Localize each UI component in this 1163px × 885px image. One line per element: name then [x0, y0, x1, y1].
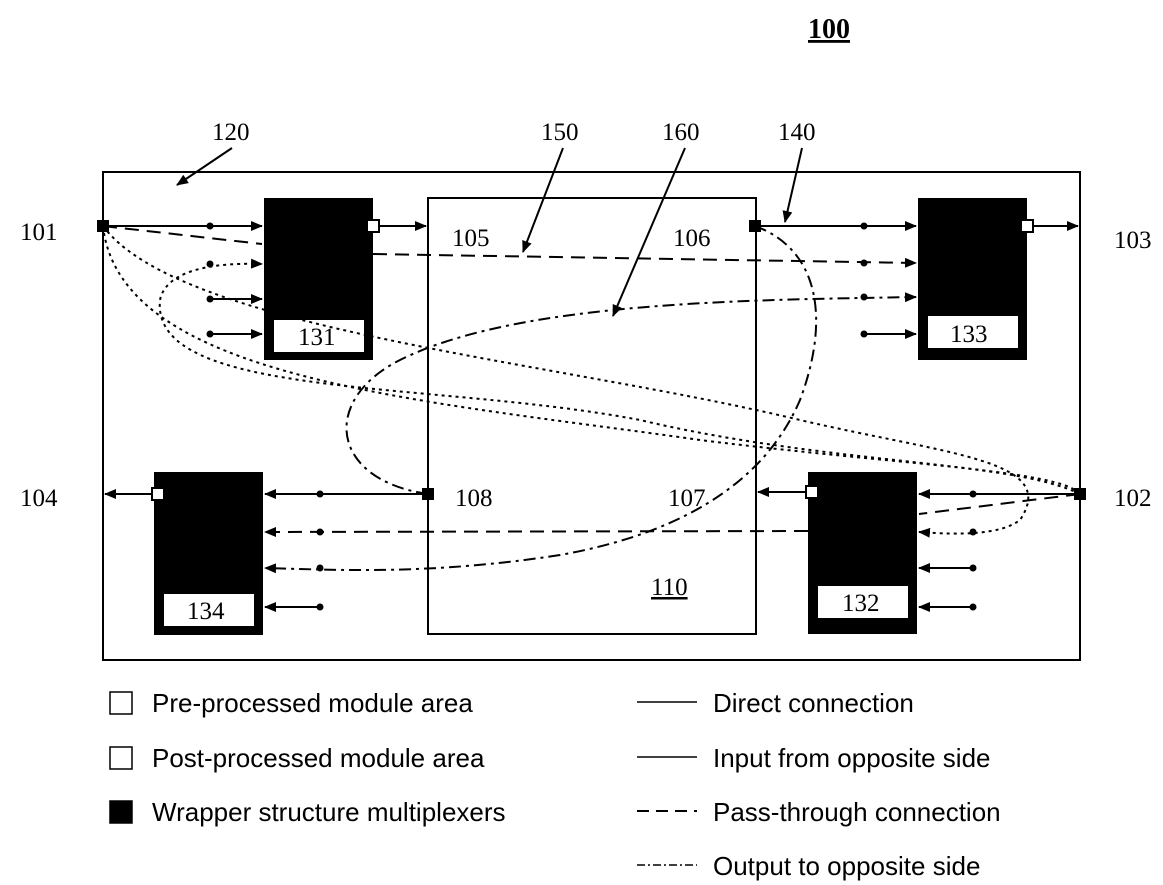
legend-swatch-pre [109, 691, 133, 715]
wrapper-134: 134 [154, 472, 263, 635]
legend-line-1: Input from opposite side [713, 743, 991, 773]
pointer-150 [522, 147, 564, 253]
port-squares [97, 219, 1086, 501]
port-label-101: 101 [20, 219, 58, 246]
pointer-160 [612, 147, 686, 317]
wrapper-133: 133 [918, 198, 1027, 360]
port-label-103: 103 [1114, 227, 1152, 254]
legend-area-0: Pre-processed module area [152, 688, 473, 718]
legend-line-3: Output to opposite side [713, 851, 980, 881]
direct-connections [103, 221, 1080, 612]
label-160: 160 [662, 119, 700, 146]
legend-line-2: Pass-through connection [713, 797, 1001, 827]
label-140: 140 [778, 119, 816, 146]
pointer-120 [176, 147, 233, 186]
opposite-output-curves [264, 225, 917, 574]
port-label-108: 108 [455, 485, 493, 512]
wrapper-label-133: 133 [950, 321, 988, 348]
wrapper-131: 131 [264, 198, 373, 360]
wrapper-label-131: 131 [298, 324, 336, 351]
opposite-input-curves [102, 225, 1081, 538]
wrapper-label-132: 132 [842, 590, 880, 617]
pass-through-connections [102, 225, 1081, 537]
port-label-106: 106 [673, 225, 711, 252]
label-150: 150 [541, 119, 579, 146]
legend-area-2: Wrapper structure multiplexers [152, 797, 506, 827]
label-110: 110 [651, 574, 688, 601]
port-label-104: 104 [20, 485, 58, 512]
port-label-105: 105 [452, 225, 490, 252]
legend-areas: Pre-processed module area Post-processed… [109, 688, 506, 827]
legend-lines: Direct connection Input from opposite si… [637, 688, 1001, 881]
legend-swatch-post [109, 746, 133, 770]
legend-area-1: Post-processed module area [152, 743, 485, 773]
pointer-140 [782, 147, 803, 223]
legend-swatch-wrapper [109, 800, 133, 824]
figure-number: 100 [808, 14, 850, 45]
label-120: 120 [212, 119, 250, 146]
wrapper-132: 132 [808, 472, 917, 634]
module-110 [427, 197, 757, 635]
junction-dots [206, 222, 977, 611]
wrapper-label-134: 134 [187, 598, 225, 625]
legend-line-0: Direct connection [713, 688, 914, 718]
outer-region [102, 171, 1081, 661]
port-label-102: 102 [1114, 485, 1152, 512]
